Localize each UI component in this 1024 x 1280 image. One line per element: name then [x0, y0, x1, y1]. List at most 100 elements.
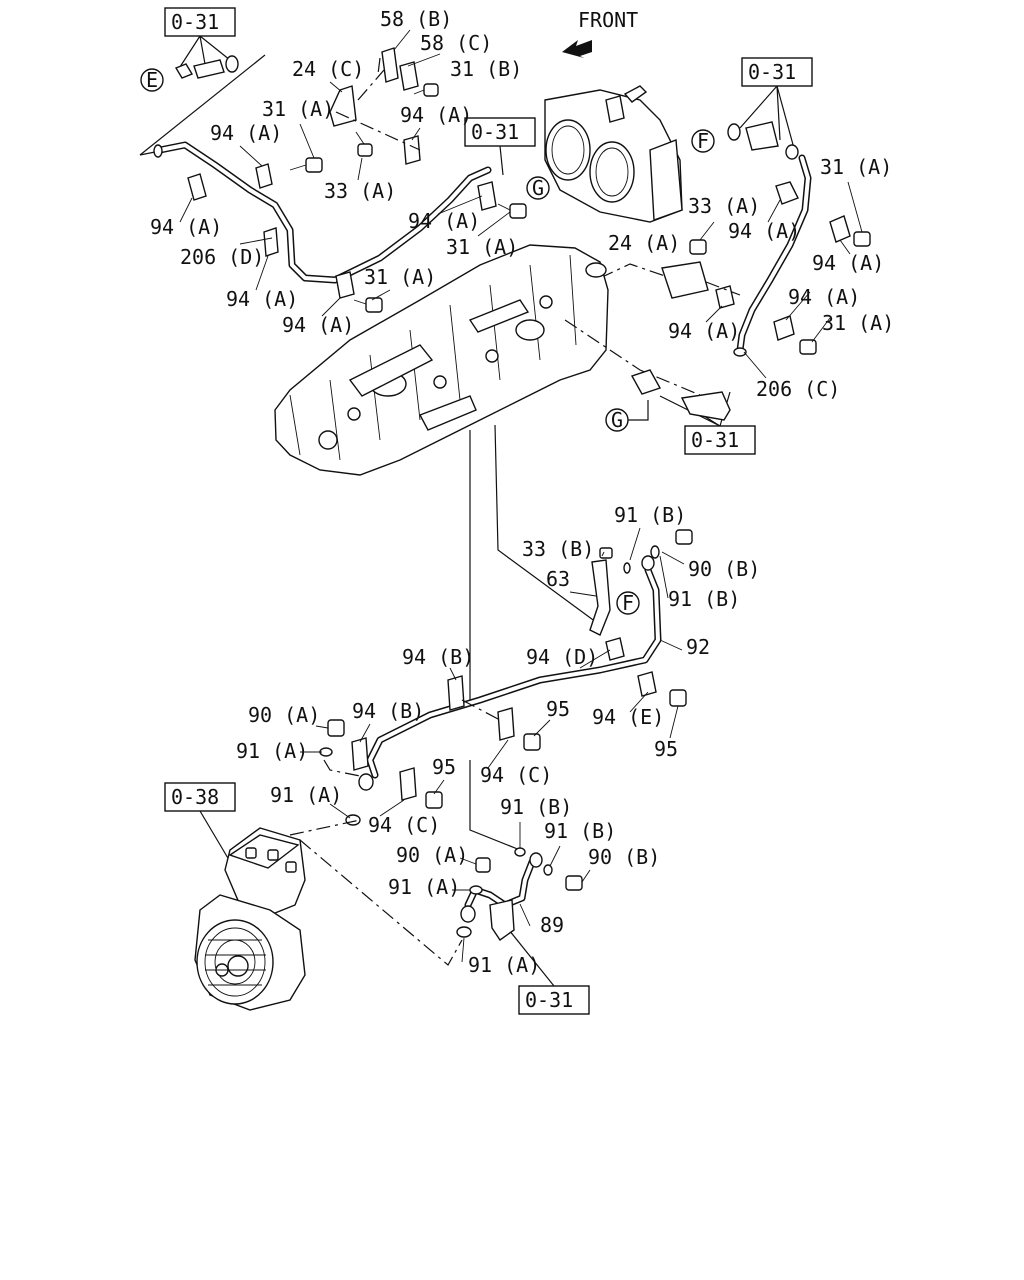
label-94a-8: 94 (A)	[812, 251, 884, 275]
label-24c: 24 (C)	[292, 57, 364, 81]
leader-compressor	[289, 819, 463, 966]
label-94a-10: 94 (A)	[668, 319, 740, 343]
bolt-95-1	[669, 689, 687, 707]
bolt-31a-3	[353, 297, 383, 313]
label-94a-1: 94 (A)	[400, 103, 472, 127]
ref-box-top-middle[interactable]: 0-31	[464, 117, 536, 147]
bolt-31a-5	[799, 339, 817, 355]
label-91b-3: 91 (B)	[500, 795, 572, 819]
washer-91b-2	[650, 545, 660, 559]
label-94a-7: 94 (A)	[728, 219, 800, 243]
label-91a-4: 91 (A)	[468, 953, 540, 977]
label-95-3: 95	[432, 755, 456, 779]
hose-joint-g	[630, 369, 662, 395]
svg-text:0-31: 0-31	[748, 60, 796, 84]
washer-91a-3	[469, 885, 483, 895]
label-24a: 24 (A)	[608, 231, 680, 255]
circle-marker-g-mid: G	[605, 408, 629, 432]
svg-text:0-31: 0-31	[471, 120, 519, 144]
clip-94a-7	[775, 181, 799, 205]
pipe-206c	[733, 154, 812, 357]
svg-text:0-31: 0-31	[691, 428, 739, 452]
pipe-206d	[153, 141, 492, 284]
ref-box-top-left[interactable]: 0-31	[164, 7, 236, 37]
label-31a-2: 31 (A)	[446, 235, 518, 259]
leader-206d-top	[139, 54, 266, 156]
bracket-lower-right	[680, 391, 731, 421]
label-31a-1: 31 (A)	[262, 97, 334, 121]
ref-box-top-right[interactable]: 0-31	[741, 57, 813, 87]
label-94a-9: 94 (A)	[788, 285, 860, 309]
svg-text:0-31: 0-31	[525, 988, 573, 1012]
label-94a-6: 94 (A)	[282, 313, 354, 337]
bracket-58c	[399, 61, 419, 91]
label-90a-1: 90 (A)	[248, 703, 320, 727]
label-91a-3: 91 (A)	[388, 875, 460, 899]
bracket-89	[489, 899, 515, 941]
bolt-90a-2	[475, 857, 491, 873]
ref-box-compressor[interactable]: 0-38	[164, 782, 236, 812]
label-33a-1: 33 (A)	[324, 179, 396, 203]
label-94c-1: 94 (C)	[480, 763, 552, 787]
bracket-58b	[381, 47, 399, 83]
ref-box-bottom[interactable]: 0-31	[518, 985, 590, 1015]
bolt-33a-1	[355, 131, 373, 157]
bolt-33b	[599, 547, 613, 559]
label-90b-2: 90 (B)	[588, 845, 660, 869]
label-94a-3: 94 (A)	[408, 209, 480, 233]
label-89: 89	[540, 913, 564, 937]
banjo-89-bottom	[460, 905, 476, 923]
hose-joint-f	[727, 121, 799, 160]
bolt-31a-4	[853, 231, 871, 247]
bolt-95-3	[425, 791, 443, 809]
label-90b-1: 90 (B)	[688, 557, 760, 581]
svg-text:F: F	[697, 129, 709, 153]
clip-94a-8	[829, 215, 851, 243]
clip-94a-2	[255, 163, 273, 189]
label-91b-2: 91 (B)	[668, 587, 740, 611]
front-label: FRONT	[578, 8, 638, 32]
label-94e: 94 (E)	[592, 705, 664, 729]
washer-91b-3	[514, 847, 526, 857]
air-compressor	[194, 827, 306, 1011]
bracket-24c	[329, 85, 357, 127]
cylinder-head	[274, 244, 609, 476]
label-206c: 206 (C)	[756, 377, 840, 401]
clip-94e	[637, 671, 657, 697]
svg-text:G: G	[532, 176, 544, 200]
bolt-33a-2	[689, 239, 707, 255]
svg-text:F: F	[622, 591, 634, 615]
bracket-24a	[661, 261, 709, 299]
circle-marker-g-top: G	[526, 176, 550, 200]
label-58c: 58 (C)	[420, 31, 492, 55]
label-33b: 33 (B)	[522, 537, 594, 561]
label-94a-4: 94 (A)	[150, 215, 222, 239]
clip-94c-1	[497, 707, 515, 741]
svg-text:0-31: 0-31	[171, 10, 219, 34]
circle-marker-f-top: F	[691, 129, 715, 153]
label-31a-4: 31 (A)	[820, 155, 892, 179]
label-95-2: 95	[654, 737, 678, 761]
hose-joint-e	[174, 55, 239, 79]
svg-text:0-38: 0-38	[171, 785, 219, 809]
clip-94b-2	[351, 737, 369, 771]
label-91b-4: 91 (B)	[544, 819, 616, 843]
ref-box-right-middle[interactable]: 0-31	[684, 425, 756, 455]
front-arrow-icon	[562, 40, 592, 58]
circle-marker-f-mid: F	[616, 591, 640, 615]
clip-94a-1	[187, 173, 207, 201]
circle-marker-e: E	[140, 68, 164, 92]
part-labels: 58 (B) 58 (C) 24 (C) 31 (B) 31 (A) 94 (A…	[150, 7, 894, 977]
bolt-90a-1	[327, 719, 345, 737]
clip-94a-4	[335, 271, 355, 299]
banjo-92-bottom	[358, 773, 374, 791]
clip-94d	[605, 637, 625, 661]
bolt-31b	[413, 83, 439, 97]
banjo-89-top	[529, 852, 543, 868]
clip-94a-5	[403, 135, 421, 165]
washer-91b-1	[623, 562, 631, 574]
label-leaders	[179, 29, 863, 963]
label-31b: 31 (B)	[450, 57, 522, 81]
svg-text:G: G	[611, 408, 623, 432]
